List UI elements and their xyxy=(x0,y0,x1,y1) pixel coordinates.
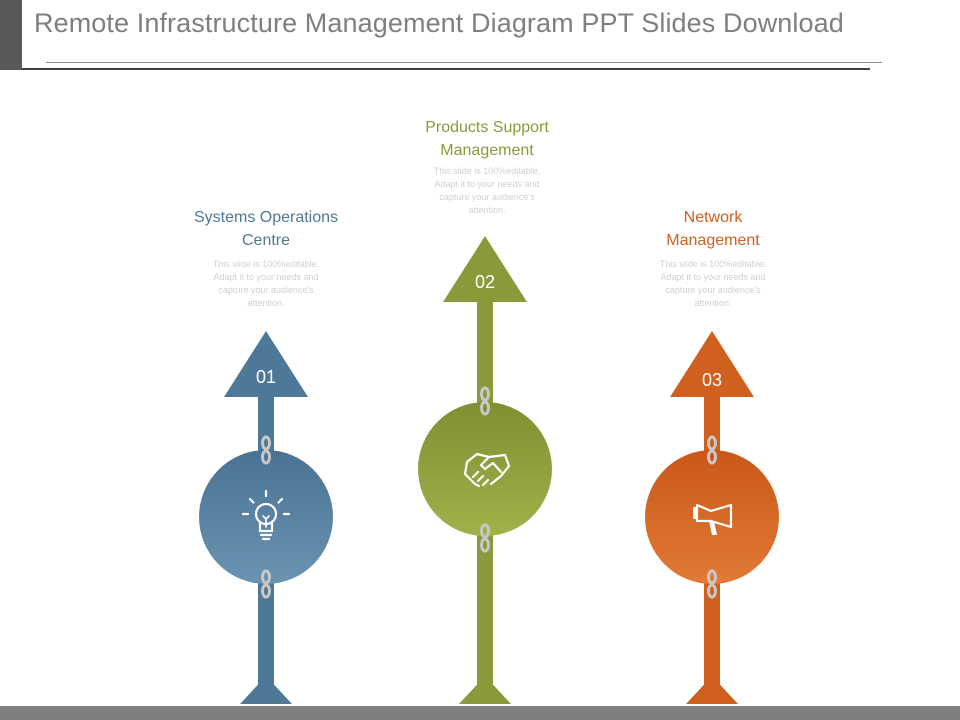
step-2-title-line-2: Management xyxy=(440,142,534,159)
step-1-arrowhead xyxy=(224,331,308,397)
step-1-arrow-tail xyxy=(240,676,292,704)
step-1-desc-line-3: capture your audience's xyxy=(218,285,314,295)
step-3-arrow-tail xyxy=(686,676,738,704)
step-2-arrowhead xyxy=(443,236,527,302)
megaphone-icon xyxy=(693,503,733,535)
step-1-description: This slide is 100%editable. Adapt it to … xyxy=(196,258,336,310)
step-3-title-line-2: Management xyxy=(666,232,760,249)
step-2-description: This slide is 100%editable. Adapt it to … xyxy=(417,165,557,217)
title-accent-bar xyxy=(0,0,22,70)
title-divider-thin xyxy=(46,62,882,63)
step-2-number: 02 xyxy=(474,272,496,292)
page-title: Remote Infrastructure Management Diagram… xyxy=(34,8,844,38)
step-1-title-line-1: Systems Operations xyxy=(193,209,339,226)
step-3-links xyxy=(707,435,717,599)
step-2-desc-line-1: This slide is 100%editable. xyxy=(433,166,541,176)
step-3-circle xyxy=(645,450,779,584)
step-1-title-line-2: Centre xyxy=(241,232,291,249)
step-3-number: 03 xyxy=(701,370,723,390)
step-1-desc-line-1: This slide is 100%editable. xyxy=(212,259,320,269)
step-3-arrowhead xyxy=(670,331,754,397)
step-1-desc-line-4: attention. xyxy=(247,298,285,308)
step-2-desc-line-2: Adapt it to your needs and xyxy=(434,179,540,189)
step-3-desc-line-4: attention. xyxy=(694,298,732,308)
step-1-arrow xyxy=(199,331,333,704)
handshake-icon xyxy=(463,452,511,488)
step-2-desc-line-3: capture your audience's xyxy=(439,192,535,202)
step-1-desc-line-2: Adapt it to your needs and xyxy=(213,272,319,282)
step-2-title: Products Support Management xyxy=(387,116,587,162)
step-2-title-line-1: Products Support xyxy=(425,119,549,136)
step-3-desc-line-1: This slide is 100%editable. xyxy=(659,259,767,269)
step-1-number: 01 xyxy=(255,367,277,387)
step-3-title-line-1: Network xyxy=(683,209,743,226)
step-2-desc-line-4: attention. xyxy=(468,205,506,215)
step-3-title: Network Management xyxy=(613,206,813,252)
step-2-arrow-tail xyxy=(459,676,511,704)
step-1-links xyxy=(261,435,271,599)
step-1-title: Systems Operations Centre xyxy=(166,206,366,252)
lightbulb-icon xyxy=(241,489,291,541)
footer-bar xyxy=(0,706,960,720)
step-2-links xyxy=(480,386,490,553)
title-divider-thick xyxy=(22,68,870,70)
step-3-desc-line-2: Adapt it to your needs and xyxy=(660,272,766,282)
step-3-description: This slide is 100%editable. Adapt it to … xyxy=(643,258,783,310)
step-1-circle xyxy=(199,450,333,584)
step-2-arrow xyxy=(418,236,552,704)
step-3-desc-line-3: capture your audience's xyxy=(665,285,761,295)
step-3-arrow xyxy=(645,331,779,704)
